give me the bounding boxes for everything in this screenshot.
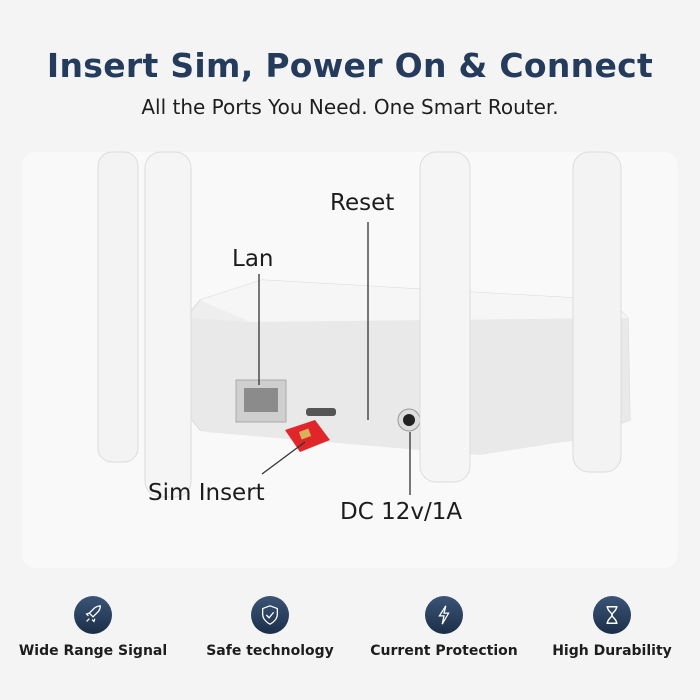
feature-label: Wide Range Signal [18,643,168,659]
antenna [97,151,139,463]
sim-insert-label: Sim Insert [148,480,265,506]
page-title: Insert Sim, Power On & Connect [46,46,654,85]
feature-high-durability: High Durability [527,596,697,659]
antenna [572,151,622,473]
reset-label: Reset [330,190,395,216]
lightning-icon [425,596,463,634]
lan-label: Lan [232,246,274,272]
shield-check-icon [251,596,289,634]
antenna [419,151,471,483]
hourglass-icon [593,596,631,634]
feature-label: Safe technology [206,643,334,659]
rocket-icon [74,596,112,634]
page-subtitle: All the Ports You Need. One Smart Router… [141,95,559,119]
dc-label: DC 12v/1A [340,499,463,525]
antenna [144,151,192,498]
feature-label: High Durability [552,643,672,659]
feature-label: Current Protection [370,643,518,659]
feature-wide-range-signal: Wide Range Signal [8,596,178,659]
feature-safe-technology: Safe technology [185,596,355,659]
feature-current-protection: Current Protection [359,596,529,659]
